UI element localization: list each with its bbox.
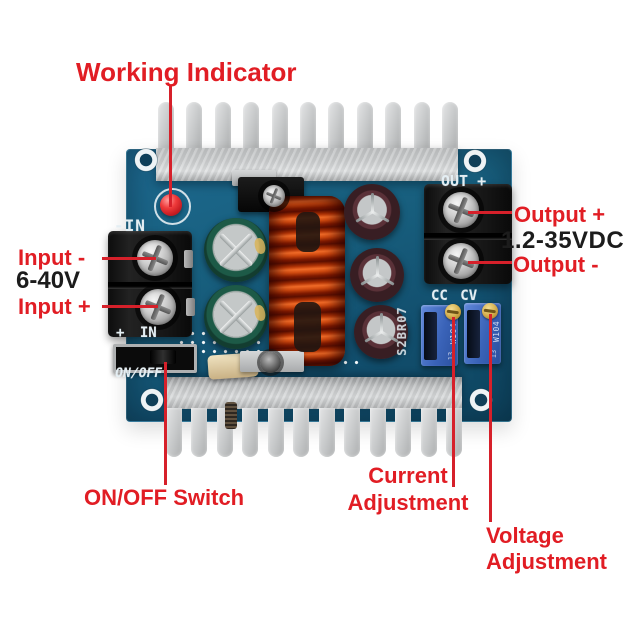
working-indicator-label: Working Indicator	[76, 57, 297, 87]
mounting-hole-bottom-left	[140, 388, 164, 412]
silkscreen-on-off: ON/OFF	[113, 366, 164, 381]
current-adjustment-line1: Current	[368, 463, 448, 488]
silkscreen-input-neg: -IN	[114, 216, 146, 235]
green-capacitor-top	[204, 218, 268, 282]
current-adjustment-leader-line	[452, 317, 455, 487]
output-plus-label: Output +	[514, 202, 606, 227]
maroon-capacitor-1	[344, 184, 400, 240]
led-silkscreen-ring	[154, 188, 191, 225]
cc-pot-screw	[445, 304, 461, 320]
output-voltage-label: 1.2-35VDC	[501, 227, 625, 254]
cv-pot-marking: W104	[491, 320, 501, 343]
on-off-slide-switch	[113, 344, 197, 373]
mounting-hole-top-right	[463, 149, 487, 173]
voltage-adjustment-line1: Voltage	[486, 523, 564, 548]
output-minus-label: Output -	[513, 252, 599, 277]
input-minus-label: Input -	[18, 245, 86, 270]
input-plus-label: Input +	[18, 294, 91, 319]
input-voltage-label: 6-40V	[16, 267, 81, 294]
silkscreen-serial: S2BR07	[395, 306, 409, 356]
input-plus-leader-line	[102, 305, 158, 308]
bottom-heatsink-body	[166, 377, 462, 409]
voltage-adjustment-leader-line	[489, 314, 492, 522]
green-capacitor-bottom	[204, 285, 268, 349]
inductor-core-top	[296, 212, 320, 252]
maroon-capacitor-2	[350, 248, 404, 302]
inductor-core-bottom	[294, 302, 321, 352]
top-heatsink-fins	[158, 102, 458, 149]
bottom-heatsink-fins	[166, 408, 462, 457]
mounting-hole-top-left	[134, 148, 158, 172]
working-indicator-leader-line	[169, 86, 172, 207]
silkscreen-dots-bottom	[318, 358, 364, 367]
output-plus-screw	[443, 192, 479, 228]
input-terminal-clamp-top	[184, 250, 193, 268]
silkscreen-input-pos: + IN	[116, 325, 157, 341]
on-off-switch-label: ON/OFF Switch	[84, 485, 245, 510]
output-plus-leader-line	[468, 211, 512, 214]
input-minus-leader-line	[102, 257, 156, 260]
to220-screw	[263, 185, 285, 207]
output-minus-leader-line	[468, 261, 512, 264]
voltage-adjustment-label: Voltage Adjustment	[486, 523, 607, 575]
on-off-switch-leader-line	[164, 362, 167, 485]
silkscreen-out-pos: OUT +	[441, 172, 487, 190]
top-heatsink-body	[156, 148, 458, 181]
input-terminal-clamp-bottom	[186, 298, 195, 316]
voltage-adjustment-line2: Adjustment	[486, 549, 607, 574]
cv-pot-screw	[482, 303, 498, 319]
current-adjustment-line2: Adjustment	[347, 490, 469, 515]
maroon-capacitor-3	[354, 305, 408, 359]
bottom-bracket-screw	[260, 352, 281, 373]
silkscreen-cc-cv: CC CV	[431, 288, 478, 304]
heatsink-screw-rod	[225, 402, 237, 429]
current-adjustment-label: Current Adjustment	[338, 462, 478, 516]
